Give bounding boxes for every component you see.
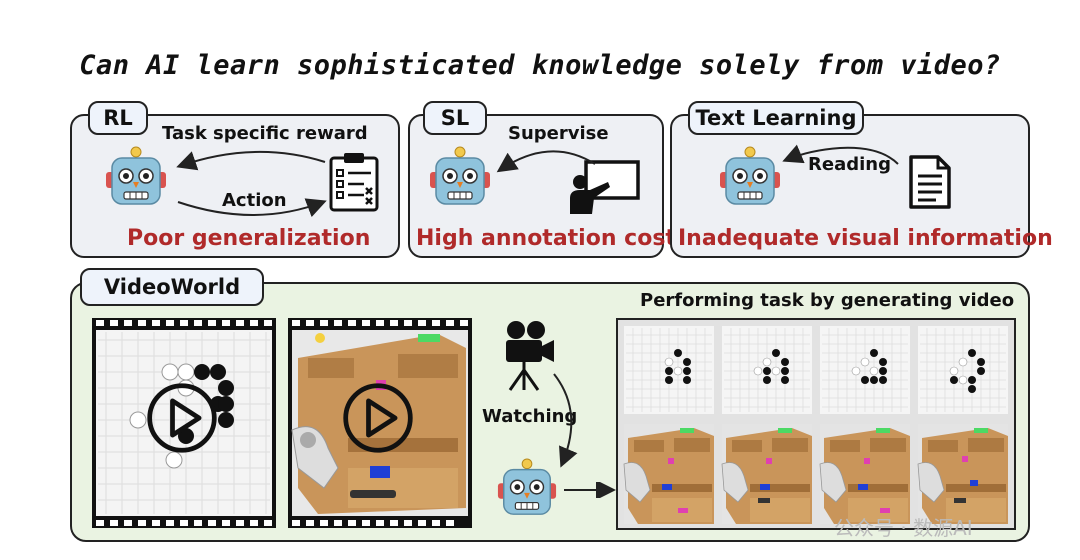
text-reading-label: Reading (808, 154, 891, 175)
teacher-board-icon (570, 160, 640, 214)
watching-label: Watching (482, 406, 578, 427)
generated-video-panel (616, 318, 1016, 530)
rl-action-label: Action (222, 190, 287, 211)
watermark: 公众号 · 数源AI (834, 516, 973, 540)
clipboard-icon (329, 153, 379, 212)
go-video-frame (92, 318, 276, 528)
sl-supervise-label: Supervise (508, 123, 609, 144)
rl-reward-label: Task specific reward (162, 123, 368, 144)
text-arrow (782, 144, 899, 165)
robot-video-content (291, 320, 468, 526)
sl-tag: SL (423, 101, 487, 135)
sl-problem: High annotation cost (416, 226, 676, 251)
rl-arrows (176, 150, 327, 218)
text-problem: Inadequate visual information (678, 226, 1053, 251)
rl-problem: Poor generalization (127, 226, 371, 251)
sl-arrow (496, 150, 596, 173)
document-icon (909, 155, 951, 209)
sl-robot-icon (428, 146, 492, 210)
result-title: Performing task by generating video (640, 290, 1015, 311)
generated-frames (618, 320, 1014, 528)
robot-video-frame (288, 318, 472, 528)
videoworld-tag: VideoWorld (80, 268, 264, 306)
watching-arrow (553, 373, 578, 468)
rl-tag: RL (88, 101, 148, 135)
text-robot-icon (718, 146, 782, 210)
rl-robot-icon (104, 146, 168, 210)
output-arrow (564, 482, 616, 498)
videoworld-robot-icon (496, 458, 558, 520)
text-tag: Text Learning (688, 101, 864, 135)
page-title: Can AI learn sophisticated knowledge sol… (79, 50, 1001, 81)
go-video-content (96, 320, 272, 526)
movie-camera-icon (506, 321, 554, 391)
